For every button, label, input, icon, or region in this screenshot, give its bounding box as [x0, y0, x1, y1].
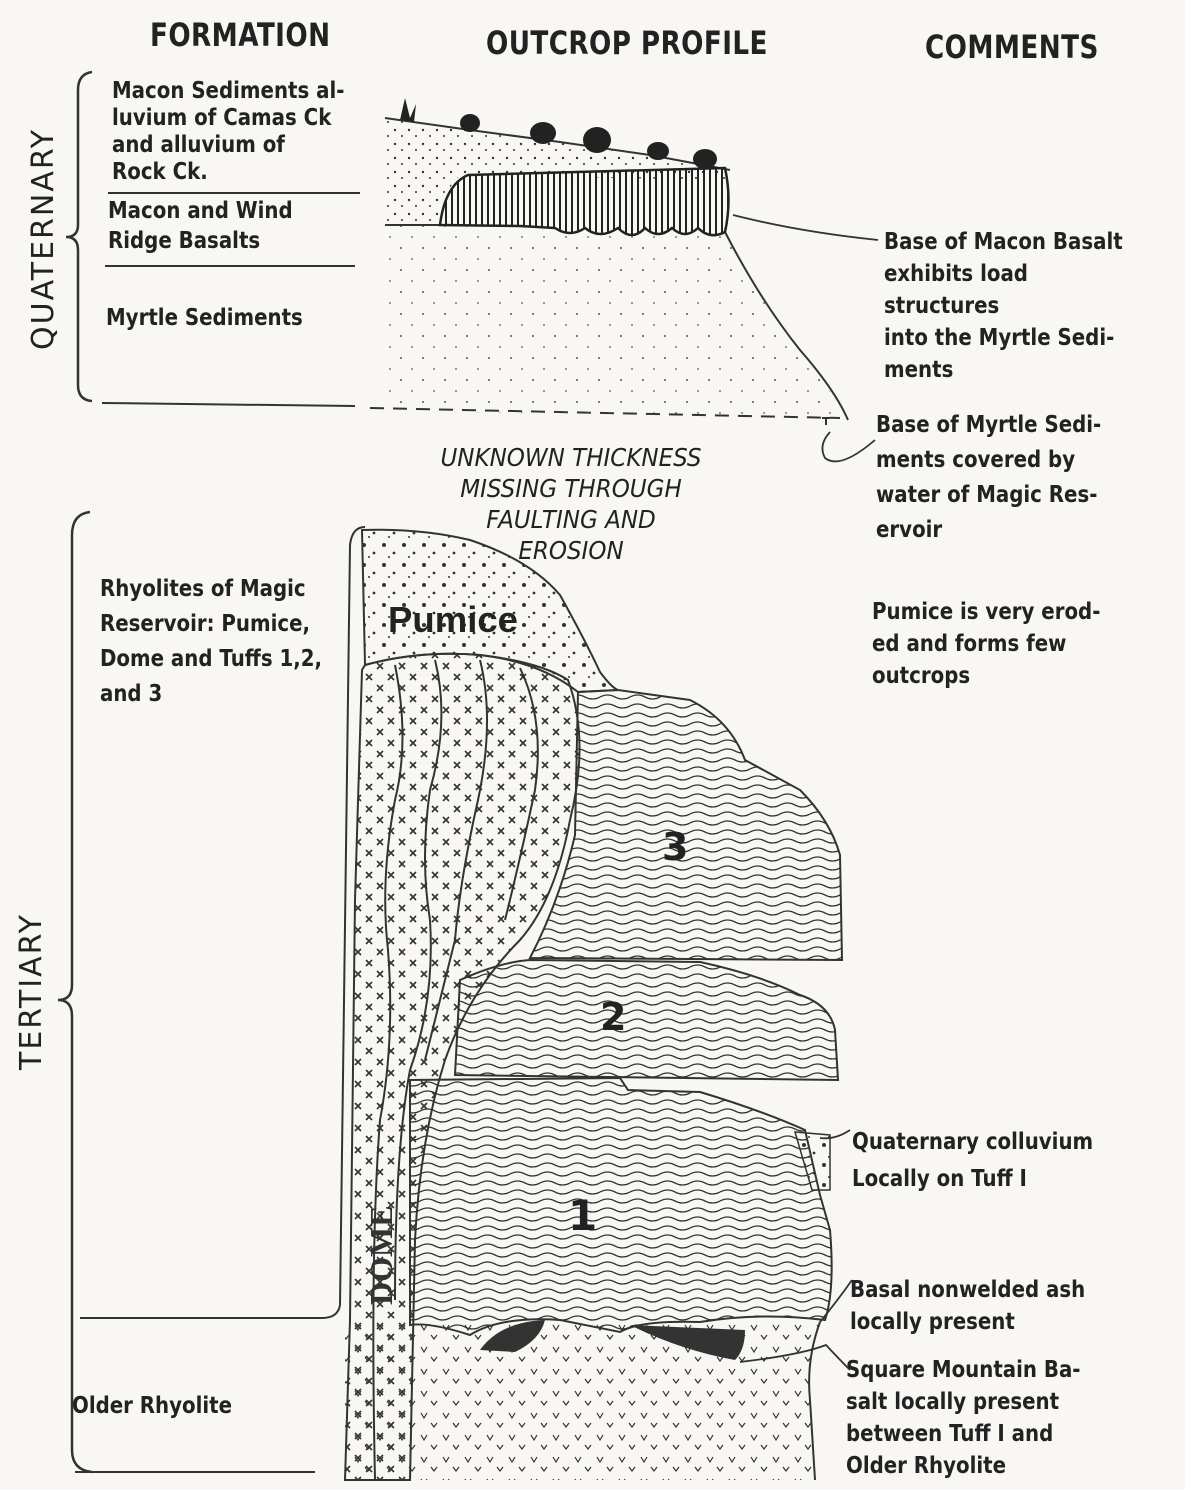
comment-load-structures: Base of Macon Basalt exhibits load struc… — [884, 226, 1143, 386]
myrtle-sediments-profile — [385, 225, 845, 415]
formation-macon-wind-ridge-basalts: Macon and Wind Ridge Basalts — [108, 196, 293, 256]
formation-rhyolites: Rhyolites of Magic Reservoir: Pumice, Do… — [100, 572, 322, 712]
formation-older-rhyolite: Older Rhyolite — [72, 1390, 232, 1422]
tuff-2-profile — [455, 960, 838, 1080]
comment-pumice-eroded: Pumice is very erod- ed and forms few ou… — [872, 596, 1100, 692]
unknown-thickness-note: UNKNOWN THICKNESS MISSING THROUGH FAULTI… — [401, 442, 741, 566]
tuff-1-profile — [410, 1078, 832, 1335]
tertiary-label: TERTIARY — [14, 913, 49, 1070]
comment-square-mountain: Square Mountain Ba- salt locally present… — [846, 1354, 1081, 1482]
comment-myrtle-base: Base of Myrtle Sedi- ments covered by wa… — [876, 408, 1101, 548]
formation-macon-sediments: Macon Sediments al- luvium of Camas Ck a… — [112, 78, 344, 186]
outcrop-profile-header: OUTCROP PROFILE — [486, 24, 768, 62]
tuff-3-label: 3 — [662, 825, 688, 869]
comments-header: COMMENTS — [925, 28, 1099, 66]
formation-header: FORMATION — [150, 16, 330, 54]
reservoir-marker — [822, 418, 830, 425]
quaternary-label: QUATERNARY — [26, 128, 61, 350]
comment-colluvium: Quaternary colluvium Locally on Tuff I — [852, 1124, 1093, 1198]
pumice-label: Pumice — [388, 599, 518, 640]
formation-myrtle-sediments: Myrtle Sediments — [106, 302, 303, 334]
divider-myrtle-base — [102, 403, 355, 406]
tuff-1-label: 1 — [568, 1191, 597, 1240]
macon-basalt-profile — [440, 168, 729, 235]
tertiary-brace — [58, 512, 92, 1472]
quaternary-brace — [66, 72, 92, 401]
dome-label: DOME — [363, 1205, 399, 1305]
comment-basal-ash: Basal nonwelded ash locally present — [850, 1274, 1085, 1338]
older-rhyolite-profile — [345, 1318, 820, 1480]
tuff-2-label: 2 — [600, 995, 626, 1039]
